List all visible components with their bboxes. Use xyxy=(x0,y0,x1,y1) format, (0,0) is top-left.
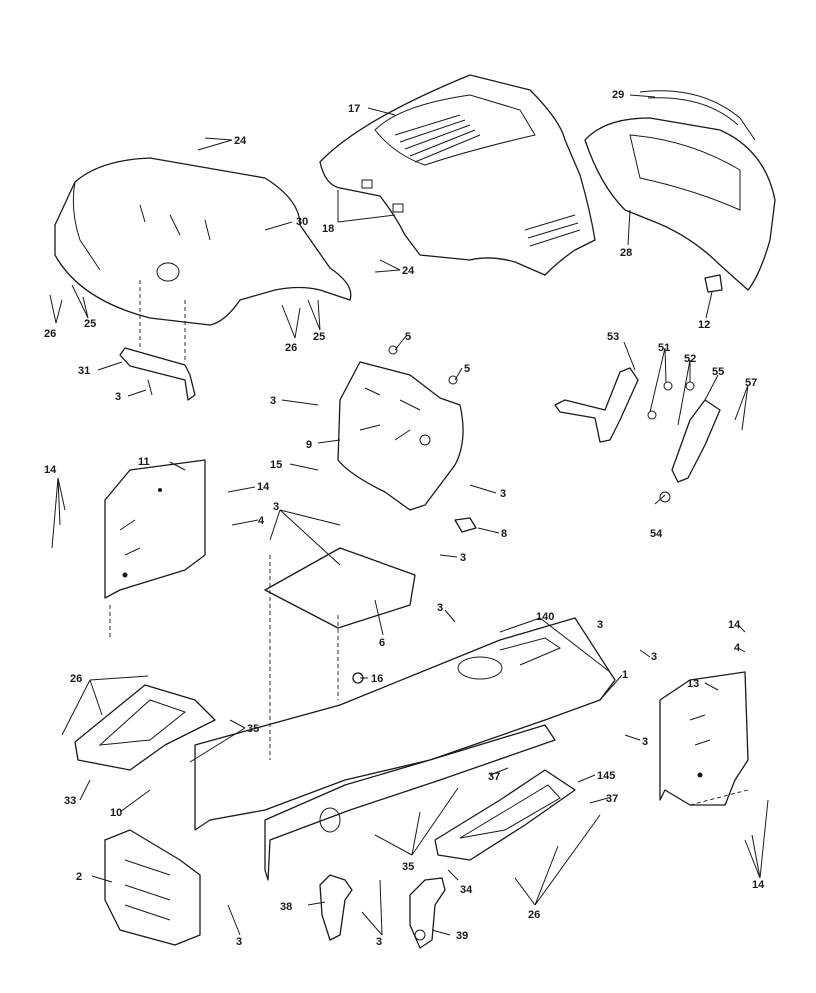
callout-2: 2 xyxy=(76,871,82,883)
callout-3: 3 xyxy=(460,552,466,564)
part-2-battery-plate xyxy=(104,829,201,946)
callout-31: 31 xyxy=(78,365,90,377)
part-3-bolt-a xyxy=(147,379,153,396)
part-13-right-side-panel xyxy=(659,671,749,806)
callout-26: 26 xyxy=(528,909,540,921)
leader-lines xyxy=(49,94,769,936)
callout-3: 3 xyxy=(597,619,603,631)
part-55-pedal-link xyxy=(647,381,721,503)
part-11-left-side-panel xyxy=(104,459,206,599)
callout-53: 53 xyxy=(607,331,619,343)
part-29-grille xyxy=(639,90,756,141)
callout-54: 54 xyxy=(650,528,663,540)
callout-3: 3 xyxy=(270,395,276,407)
callout-3: 3 xyxy=(642,736,648,748)
callout-38: 38 xyxy=(280,901,292,913)
part-34-right-footrest xyxy=(434,769,576,861)
part-8-clip xyxy=(454,517,477,533)
part-31-bracket xyxy=(119,347,196,401)
callout-18: 18 xyxy=(322,223,334,235)
callout-145: 145 xyxy=(597,770,615,782)
callout-35: 35 xyxy=(402,861,414,873)
callout-6: 6 xyxy=(379,637,385,649)
callout-13: 13 xyxy=(687,678,699,690)
callout-12: 12 xyxy=(698,319,710,331)
callout-25: 25 xyxy=(84,318,96,330)
part-17-hood xyxy=(319,74,596,276)
callout-26: 26 xyxy=(70,673,82,685)
callout-26: 26 xyxy=(285,342,297,354)
callout-14: 14 xyxy=(257,481,270,493)
callout-57: 57 xyxy=(745,377,757,389)
part-9-dash-panel xyxy=(337,345,464,511)
callout-14: 14 xyxy=(752,879,765,891)
callout-5: 5 xyxy=(464,363,470,375)
callout-30: 30 xyxy=(296,216,308,228)
callout-labels: 17 29 24 30 18 24 28 12 26 25 26 25 31 3… xyxy=(44,89,765,948)
callout-3: 3 xyxy=(500,488,506,500)
callout-3: 3 xyxy=(273,501,279,513)
part-33-left-footrest xyxy=(74,684,216,771)
callout-11: 11 xyxy=(138,456,150,468)
callout-16: 16 xyxy=(371,673,383,685)
callout-15: 15 xyxy=(270,459,282,471)
callout-3: 3 xyxy=(115,391,121,403)
part-53-pedal-bracket xyxy=(554,367,639,443)
callout-10: 10 xyxy=(110,807,122,819)
callout-4: 4 xyxy=(258,515,265,527)
main-frame xyxy=(194,617,616,881)
part-12-clip xyxy=(704,274,723,293)
part-39-bracket xyxy=(409,877,446,949)
callout-24: 24 xyxy=(234,135,247,147)
part-30-rear-fender xyxy=(54,157,352,326)
callout-26: 26 xyxy=(44,328,56,340)
callout-9: 9 xyxy=(306,439,312,451)
callout-33: 33 xyxy=(64,795,76,807)
callout-37: 37 xyxy=(606,793,618,805)
callout-55: 55 xyxy=(712,366,724,378)
callout-3: 3 xyxy=(651,651,657,663)
callout-1: 1 xyxy=(622,669,628,681)
callout-3: 3 xyxy=(437,602,443,614)
callout-51: 51 xyxy=(658,342,670,354)
callout-14: 14 xyxy=(728,619,741,631)
callout-3: 3 xyxy=(236,936,242,948)
callout-4: 4 xyxy=(734,642,741,654)
callout-35: 35 xyxy=(247,723,259,735)
callout-25: 25 xyxy=(313,331,325,343)
callout-8: 8 xyxy=(501,528,507,540)
callout-3: 3 xyxy=(376,936,382,948)
callout-17: 17 xyxy=(348,103,360,115)
callout-52: 52 xyxy=(684,353,696,365)
callout-14: 14 xyxy=(44,464,57,476)
callout-34: 34 xyxy=(460,884,473,896)
callout-24: 24 xyxy=(402,265,415,277)
part-6-floor-plate xyxy=(264,547,416,629)
callout-39: 39 xyxy=(456,930,468,942)
part-38-bracket xyxy=(319,874,353,941)
callout-5: 5 xyxy=(405,331,411,343)
callout-140: 140 xyxy=(536,611,554,623)
callout-28: 28 xyxy=(620,247,632,259)
part-28-nose-frame xyxy=(584,117,776,291)
alignment-lines xyxy=(109,280,749,806)
callout-29: 29 xyxy=(612,89,624,101)
callout-37: 37 xyxy=(488,771,500,783)
